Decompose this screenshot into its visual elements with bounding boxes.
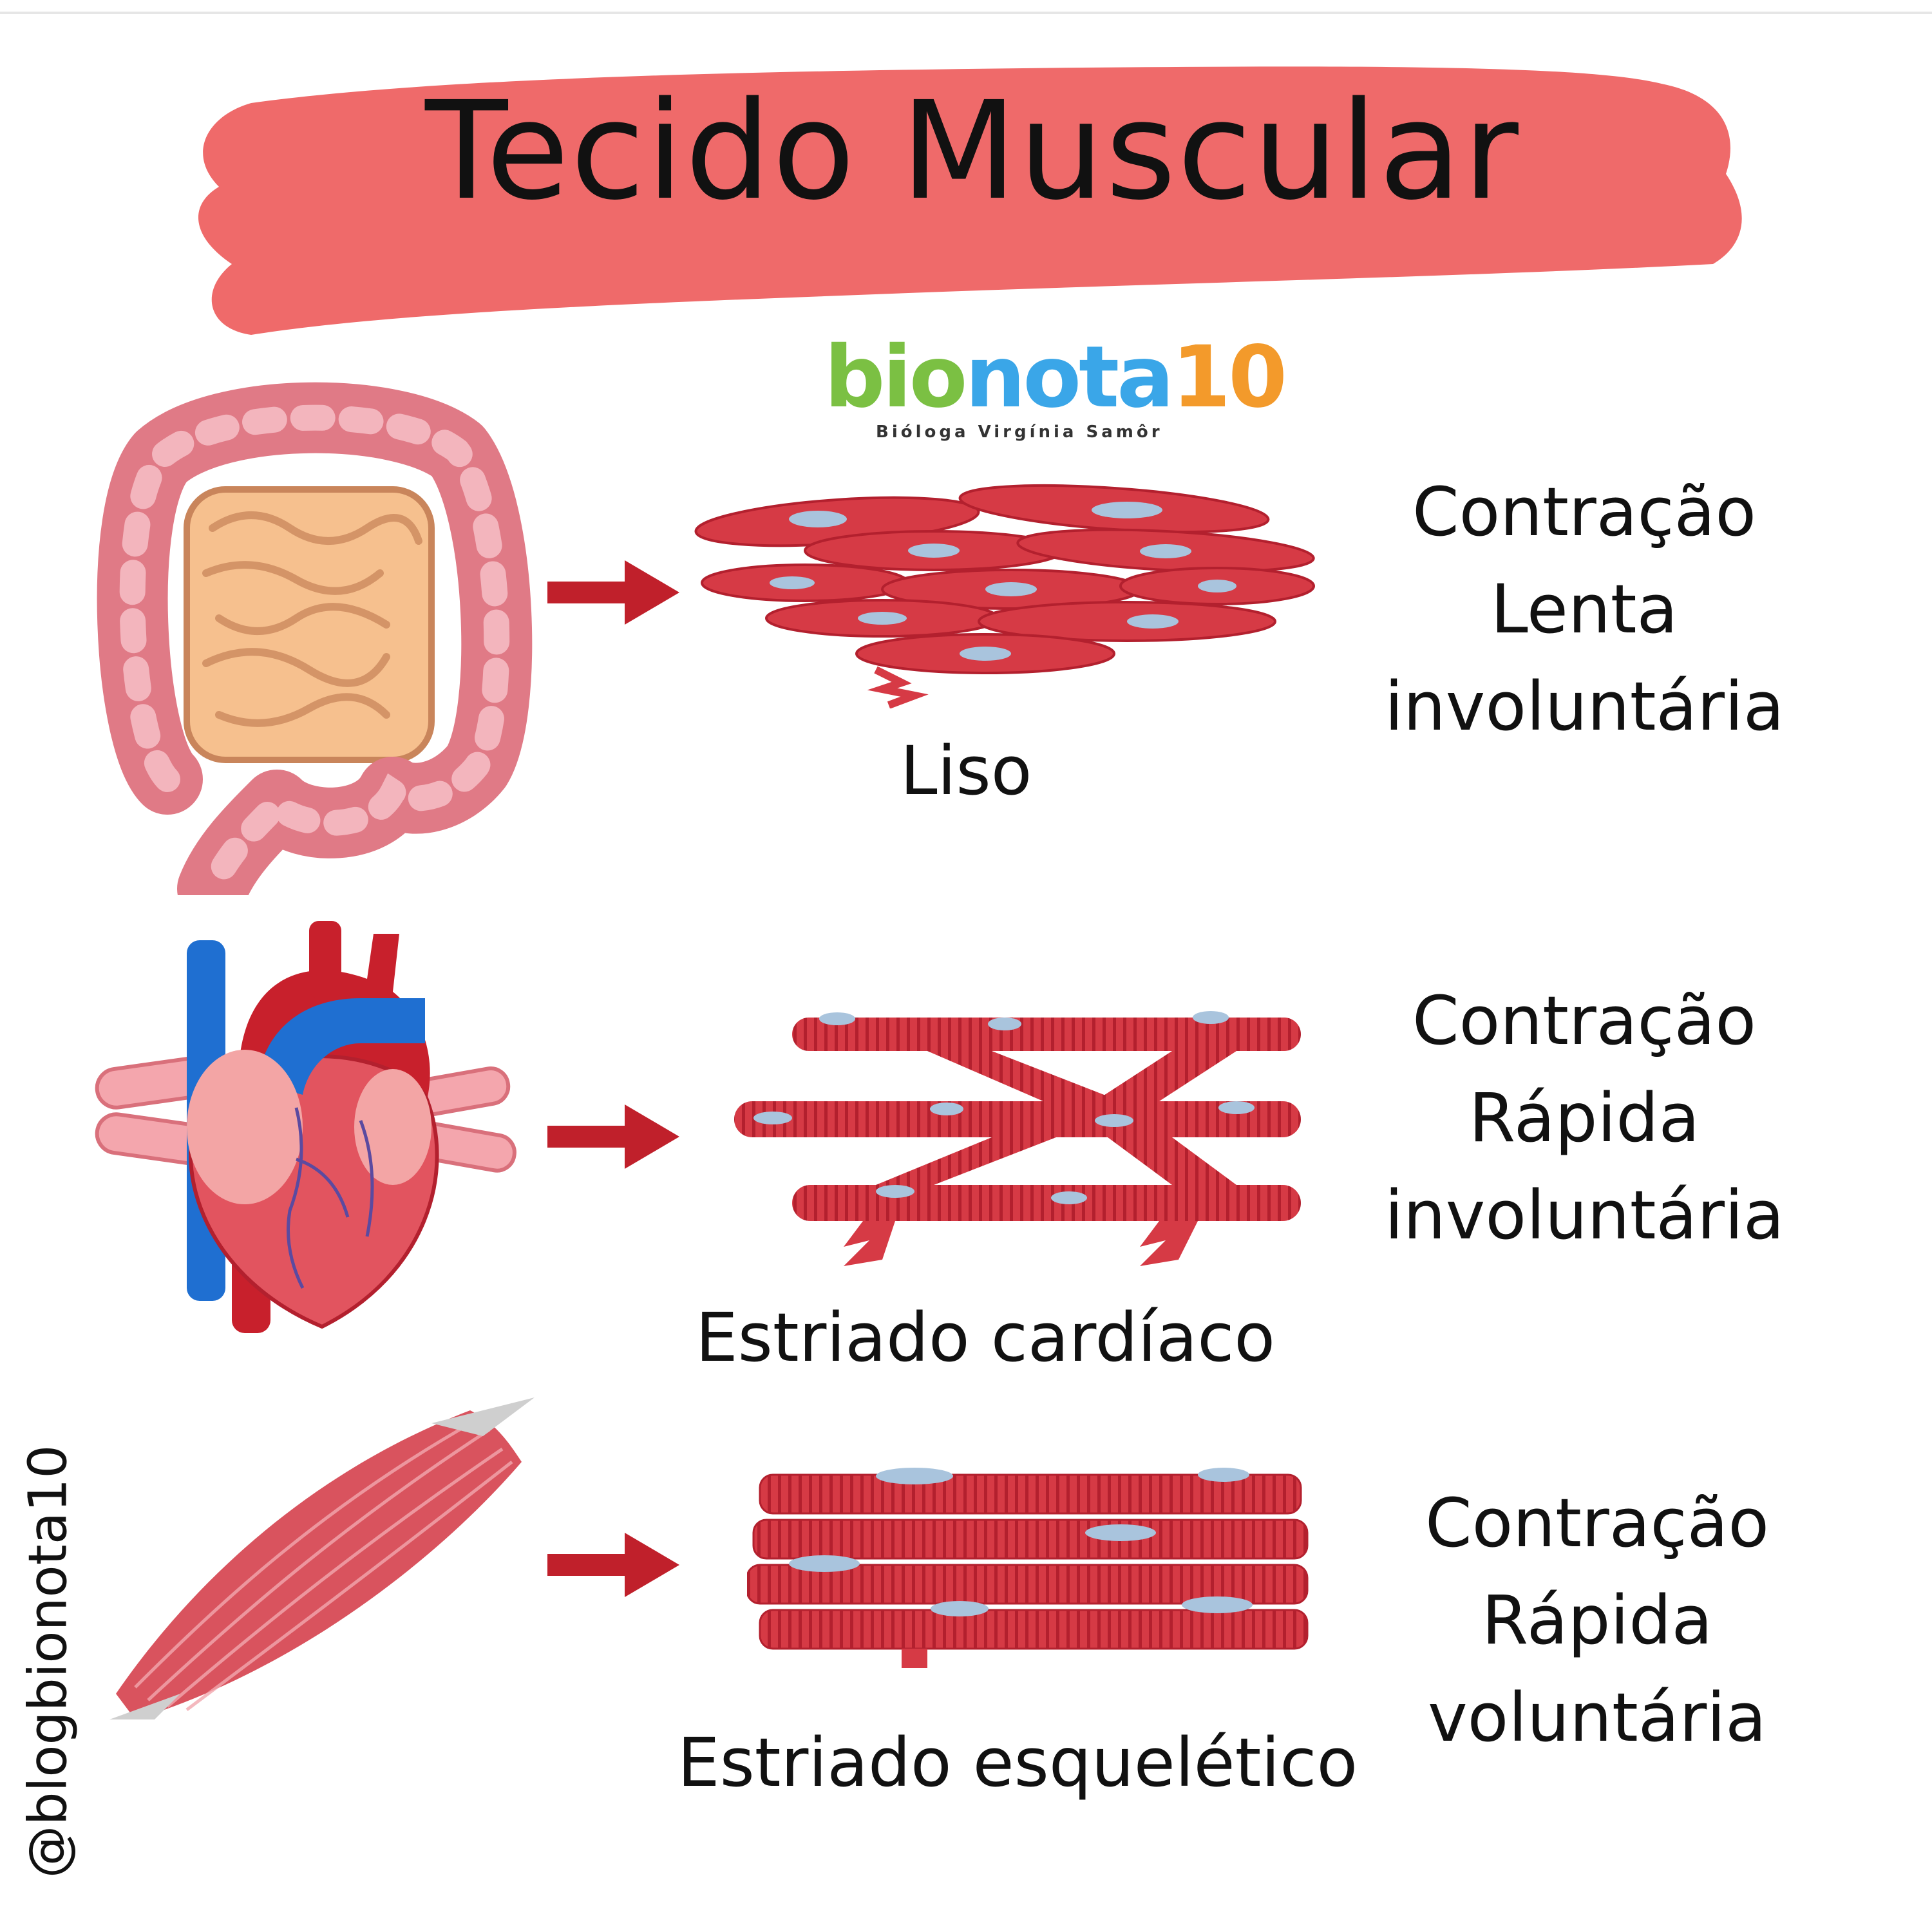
- arrow-icon: [547, 560, 679, 625]
- arrow-icon: [547, 1104, 679, 1169]
- social-handle: @blogbionota10: [17, 1436, 79, 1887]
- tissue-label-skeletal: Estriado esquelético: [677, 1723, 1358, 1802]
- properties-smooth: Contração Lenta involuntária: [1385, 464, 1785, 755]
- brand-logo: bionota10 Bióloga Virgínia Samôr: [824, 335, 1287, 442]
- property-text: voluntária: [1428, 1678, 1766, 1757]
- logo-wordmark: bionota10: [824, 335, 1287, 420]
- logo-part-nota: nota: [965, 328, 1174, 427]
- properties-skeletal: Contração Rápida voluntária: [1397, 1475, 1797, 1766]
- property-text: involuntária: [1385, 667, 1785, 746]
- property-text: Rápida: [1481, 1580, 1713, 1660]
- smooth-muscle-tissue: [694, 484, 1315, 708]
- skeletal-muscle-illustration: [109, 1397, 535, 1719]
- logo-part-number: 10: [1171, 328, 1287, 427]
- arrow-icon: [547, 1533, 679, 1597]
- title-banner: [198, 66, 1742, 336]
- tissue-label-smooth: Liso: [900, 732, 1032, 810]
- property-text: Lenta: [1490, 569, 1678, 649]
- cardiac-muscle-tissue: [734, 1011, 1301, 1266]
- properties-cardiac: Contração Rápida involuntária: [1385, 972, 1785, 1264]
- property-text: involuntária: [1385, 1175, 1785, 1255]
- property-text: Rápida: [1468, 1078, 1700, 1157]
- top-divider: [0, 12, 1932, 14]
- logo-subtitle: Bióloga Virgínia Samôr: [876, 422, 1163, 442]
- social-handle-text: @blogbionota10: [17, 1444, 79, 1879]
- property-text: Contração: [1412, 981, 1756, 1060]
- intestine-illustration: [97, 382, 533, 895]
- property-text: Contração: [1425, 1484, 1769, 1562]
- logo-part-bio: bio: [824, 328, 967, 427]
- skeletal-muscle-tissue: [747, 1468, 1309, 1668]
- tissue-label-cardiac: Estriado cardíaco: [695, 1298, 1276, 1377]
- heart-illustration: [95, 921, 516, 1333]
- property-text: Contração: [1412, 473, 1756, 551]
- page-title: Tecido Muscular: [425, 72, 1520, 230]
